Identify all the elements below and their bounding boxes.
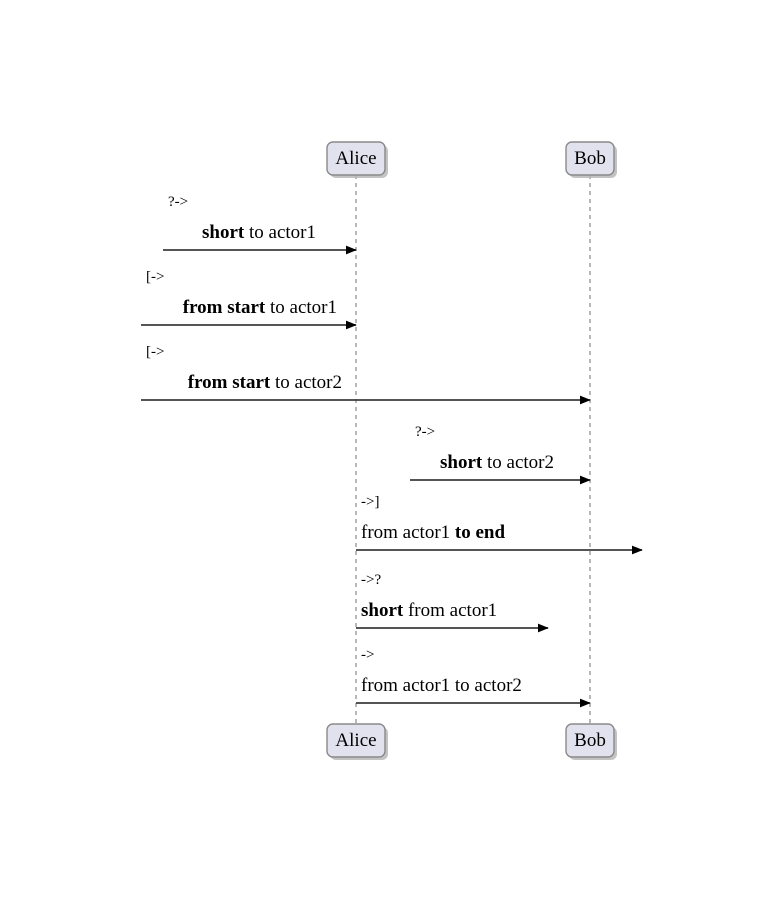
message-label-run: to actor1 [244,222,316,243]
actor-box-rect [326,141,386,176]
actor-label-actor1: Alice [335,148,376,169]
message-arrow-syntax-6: ->? [361,572,381,588]
actor-box-actor1-bottom[interactable]: Alice [326,723,388,760]
message-6[interactable]: ->? short from actor1 [356,572,549,633]
message-label-6: short from actor1 [361,600,497,621]
actor-box-actor2-top[interactable]: Bob [565,141,617,178]
message-label-2: from start to actor1 [183,297,337,318]
actor-box-rect [565,141,615,176]
message-label-run: short [361,600,404,621]
message-label-7: from actor1 to actor2 [361,675,522,696]
message-label-run: from start [183,297,266,318]
message-label-run: to actor2 [270,372,342,393]
lifelines-group [355,175,591,724]
actor-box-actor1-top[interactable]: Alice [326,141,388,178]
message-label-run: from actor1 [361,522,455,543]
message-4[interactable]: ?-> short to actor2 [410,424,591,485]
actor-box-rect [565,723,615,758]
actor-label-actor2: Bob [574,148,606,169]
message-arrow-syntax-3: [-> [146,344,164,360]
actor-label-actor1: Alice [335,730,376,751]
messages-group: ?-> short to actor1 [-> from start to actor… [141,194,643,708]
message-3[interactable]: [-> from start to actor2 [141,344,591,405]
message-label-run: from actor1 to actor2 [361,675,522,696]
message-label-run: to actor1 [265,297,337,318]
message-arrow-syntax-1: ?-> [168,194,188,210]
message-1[interactable]: ?-> short to actor1 [163,194,357,255]
message-5[interactable]: ->] from actor1 to end [356,494,643,555]
message-label-run: to actor2 [482,452,554,473]
message-label-run: short [202,222,245,243]
message-label-1: short to actor1 [202,222,316,243]
message-arrow-syntax-2: [-> [146,269,164,285]
actor-label-actor2: Bob [574,730,606,751]
message-arrow-syntax-4: ?-> [415,424,435,440]
message-label-run: from start [188,372,271,393]
message-label-4: short to actor2 [440,452,554,473]
message-label-3: from start to actor2 [188,372,342,393]
message-label-run: short [440,452,483,473]
actor-box-actor2-bottom[interactable]: Bob [565,723,617,760]
message-7[interactable]: -> from actor1 to actor2 [356,647,591,708]
message-label-5: from actor1 to end [361,522,505,543]
message-2[interactable]: [-> from start to actor1 [141,269,357,330]
message-arrow-syntax-5: ->] [361,494,379,510]
message-arrow-syntax-7: -> [361,647,374,663]
message-label-run: from actor1 [403,600,497,621]
actor-box-rect [326,723,386,758]
message-label-run: to end [455,522,506,543]
